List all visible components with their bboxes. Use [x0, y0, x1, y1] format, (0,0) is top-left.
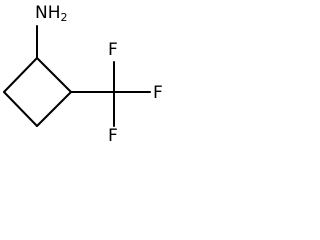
amine-label: NH2: [35, 3, 68, 24]
ring-bond-right: [36, 91, 72, 127]
fluorine-label-bottom: F: [108, 126, 118, 146]
fluorine-label-right: F: [153, 83, 163, 103]
fluorine-label-top: F: [108, 40, 118, 60]
ring-bond-left: [3, 57, 38, 93]
amine-subscript: 2: [60, 11, 68, 24]
ring-bond-bottom: [3, 91, 38, 127]
amine-symbol: NH: [35, 3, 61, 23]
ring-bond-top: [36, 57, 72, 93]
structure-drawing: [3, 25, 151, 127]
